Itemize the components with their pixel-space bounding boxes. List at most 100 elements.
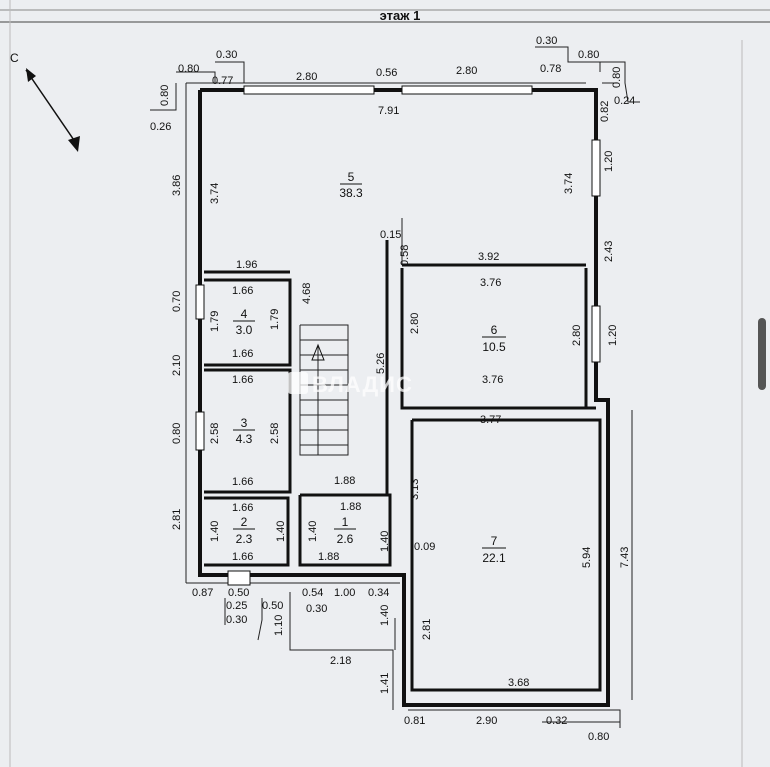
dimension-label: 0.26 xyxy=(150,121,171,133)
room-4-area: 3.0 xyxy=(236,323,253,337)
dimension-label: 0.80 xyxy=(578,49,599,61)
north-arrow-line xyxy=(25,69,79,147)
dimension-label: 0.30 xyxy=(226,614,247,626)
dimension-label: 2.58 xyxy=(209,423,221,444)
room-3-area: 4.3 xyxy=(236,432,253,446)
windows xyxy=(195,85,601,586)
dimension-label: 2.58 xyxy=(269,423,281,444)
dimension-label: 2.10 xyxy=(171,355,183,376)
dimension-label: 3.76 xyxy=(480,277,501,289)
watermark-text: ВЛАДИС xyxy=(312,372,413,397)
dimension-label: 2.80 xyxy=(456,65,477,77)
dimension-label: 1.88 xyxy=(334,475,355,487)
dimension-label: 0.32 xyxy=(546,715,567,727)
room-5-number: 5 xyxy=(348,170,355,184)
dimension-label: 0.50 xyxy=(228,587,249,599)
dimension-label: 0.77 xyxy=(212,75,233,87)
dimension-label: 0.80 xyxy=(611,67,623,88)
dimension-label: 1.40 xyxy=(307,521,319,542)
watermark: ВЛАДИС xyxy=(288,372,413,397)
room-7-number: 7 xyxy=(491,534,498,548)
watermark-logo xyxy=(288,372,308,394)
dimension-label: 7.91 xyxy=(378,105,399,117)
dimension-label: 1.66 xyxy=(232,551,253,563)
dimension-label: 3.92 xyxy=(478,251,499,263)
dimension-label: 5.26 xyxy=(375,353,387,374)
dimension-label: 0.80 xyxy=(588,731,609,743)
dimension-label: 0.30 xyxy=(216,49,237,61)
window-top-left xyxy=(243,85,375,95)
dimension-label: 7.43 xyxy=(619,547,631,568)
dimension-label: 1.88 xyxy=(340,501,361,513)
dimension-label: 3.86 xyxy=(171,175,183,196)
north-arrow-tail xyxy=(68,136,80,152)
dimension-label: 2.80 xyxy=(571,325,583,346)
dimension-label: 4.68 xyxy=(301,283,313,304)
dimension-label: 1.66 xyxy=(232,374,253,386)
compass-label: С xyxy=(10,51,19,65)
dimension-label: 0.80 xyxy=(159,85,171,106)
dimension-label: 1.41 xyxy=(379,673,391,694)
room-3-number: 3 xyxy=(241,416,248,430)
north-arrow-head xyxy=(26,68,36,82)
dimension-label: 1.66 xyxy=(232,285,253,297)
dimension-label: 3.77 xyxy=(480,414,501,426)
dimension-label: 1.10 xyxy=(273,615,285,636)
dimension-label: 0.54 xyxy=(302,587,323,599)
room-2-number: 2 xyxy=(241,515,248,529)
north-arrow: С xyxy=(10,51,80,152)
dimension-label: 2.81 xyxy=(171,509,183,530)
room-1-area: 2.6 xyxy=(337,532,354,546)
dimension-lines xyxy=(150,46,640,728)
dimension-label: 3.68 xyxy=(508,677,529,689)
dimension-label: 0.15 xyxy=(380,229,401,241)
dimension-label: 1.66 xyxy=(232,348,253,360)
dimension-label: 0.09 xyxy=(414,541,435,553)
room-4-number: 4 xyxy=(241,307,248,321)
dimension-label: 1.40 xyxy=(275,521,287,542)
dimension-label: 0.25 xyxy=(226,600,247,612)
room-7-area: 22.1 xyxy=(482,551,506,565)
dimension-label: 3.74 xyxy=(209,183,221,204)
dimension-label: 0.80 xyxy=(178,63,199,75)
dimension-label: 0.56 xyxy=(376,67,397,79)
interior-walls xyxy=(204,240,602,692)
dimension-label: 1.40 xyxy=(379,605,391,626)
dimension-label: 1.79 xyxy=(209,311,221,332)
dimension-label: 1.40 xyxy=(379,531,391,552)
dimension-label: 0.82 xyxy=(599,101,611,122)
dimension-labels: 0.30 0.80 0.77 2.80 0.56 2.80 0.30 0.80 … xyxy=(150,35,635,743)
dimension-label: 2.80 xyxy=(296,71,317,83)
dimension-label: 1.20 xyxy=(603,151,615,172)
dimension-label: 1.88 xyxy=(318,551,339,563)
window-right-1 xyxy=(591,139,601,197)
dimension-label: 1.40 xyxy=(209,521,221,542)
window-right-2 xyxy=(591,305,601,363)
dimension-label: 1.00 xyxy=(334,587,355,599)
dimension-label: 3.74 xyxy=(563,173,575,194)
dimension-label: 5.94 xyxy=(581,547,593,568)
dimension-label: 0.81 xyxy=(404,715,425,727)
window-top-right xyxy=(401,85,533,95)
dimension-label: 2.80 xyxy=(409,313,421,334)
window-left-2 xyxy=(195,411,205,451)
stair-arrow xyxy=(311,343,325,361)
dimension-label: 1.66 xyxy=(232,476,253,488)
dimension-label: 0.58 xyxy=(399,245,411,266)
dimension-label: 0.87 xyxy=(192,587,213,599)
dimension-label: 0.30 xyxy=(536,35,557,47)
scrollbar-thumb[interactable] xyxy=(758,318,766,390)
dimension-label: 0.34 xyxy=(368,587,389,599)
room-labels: 5 38.3 6 10.5 4 3.0 3 4.3 2 2.3 1 2.6 7 … xyxy=(233,170,506,565)
dimension-label: 2.18 xyxy=(330,655,351,667)
dimension-label: 0.24 xyxy=(614,95,635,107)
dimension-label: 0.30 xyxy=(306,603,327,615)
dimension-label: 1.96 xyxy=(236,259,257,271)
window-left-1 xyxy=(195,284,205,320)
dimension-label: 0.50 xyxy=(262,600,283,612)
dimension-label: 2.90 xyxy=(476,715,497,727)
room-6-area: 10.5 xyxy=(482,340,506,354)
dimension-label: 0.78 xyxy=(540,63,561,75)
